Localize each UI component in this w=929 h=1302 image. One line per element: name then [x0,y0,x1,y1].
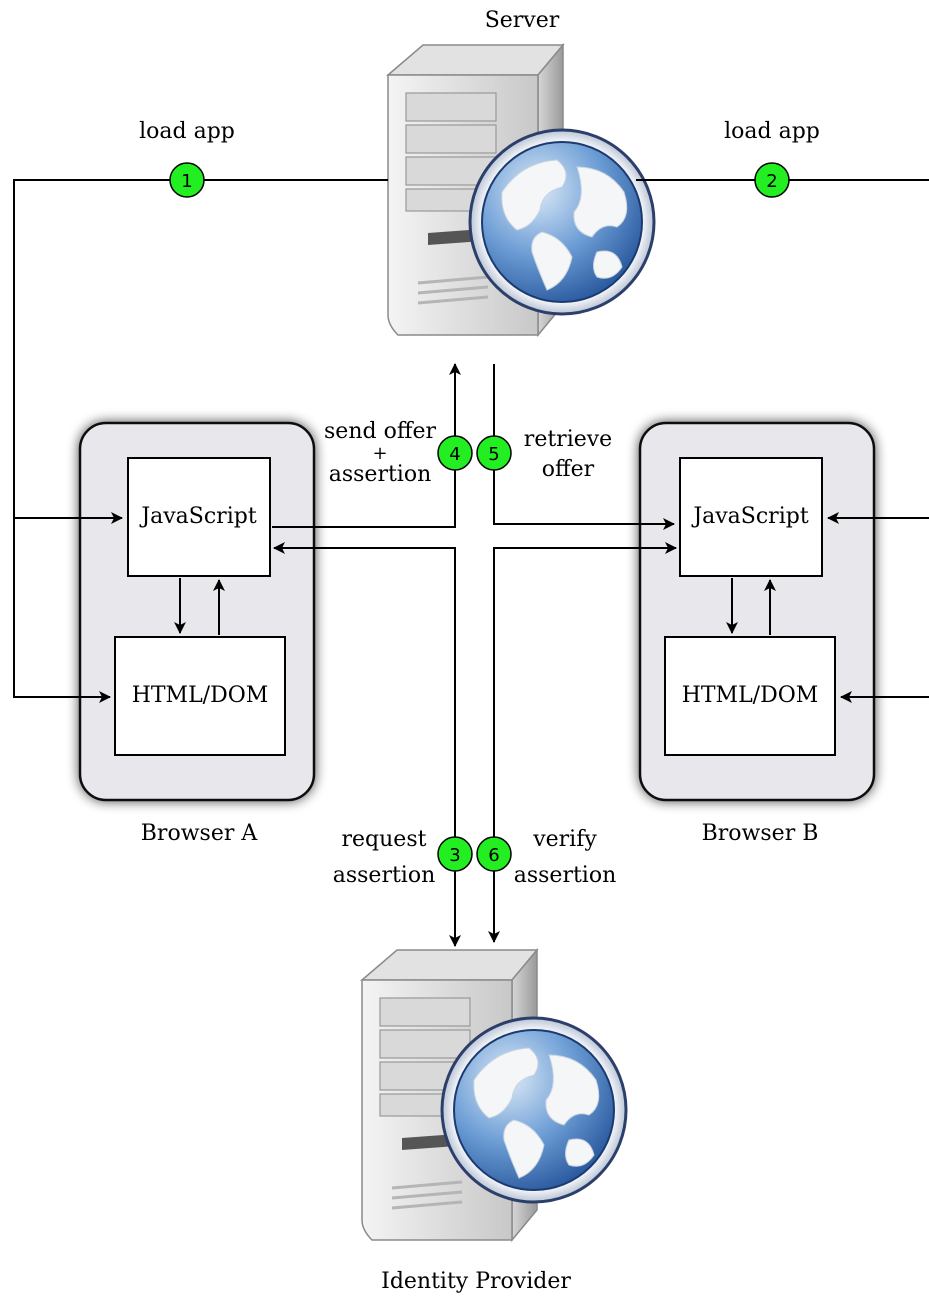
step-3-label-line2: assertion [333,863,436,888]
step-badge-6: 6 [476,836,512,872]
step-badge-5: 5 [476,435,512,471]
svg-text:3: 3 [449,845,460,866]
browser-a-dom-box [114,636,286,756]
step-6-label-line1: verify [532,827,597,852]
svg-text:1: 1 [181,171,192,192]
step-badge-4: 4 [437,435,473,471]
svg-text:2: 2 [766,171,777,192]
step-badge-1: 1 [169,162,205,198]
svg-text:4: 4 [449,444,460,465]
svg-text:5: 5 [488,444,499,465]
step-6-label-line2: assertion [514,863,617,888]
step-3-label-line1: request [342,827,427,852]
identity-provider-title: Identity Provider [381,1269,571,1294]
step-4-label-line1: send offer [324,419,436,444]
server-node: Server [386,8,656,337]
flow-request-assertion [273,542,461,947]
browser-a-javascript-box [127,457,271,577]
step-4-label-line3: assertion [329,462,432,487]
browser-a-javascript-label: JavaScript [139,504,257,529]
step-2-label: load app [724,119,820,144]
step-1-label: load app [139,119,235,144]
flow-verify-assertion [488,542,677,943]
flow-send-offer [272,363,461,528]
step-badge-3: 3 [437,836,473,872]
identity-provider-node: Identity Provider [360,948,628,1294]
svg-text:6: 6 [488,845,499,866]
server-title: Server [485,8,560,33]
browser-b-title: Browser B [702,821,819,846]
browser-b-javascript-label: JavaScript [691,504,809,529]
browser-b-dom-box [664,636,836,756]
step-5-label-line2: offer [542,457,595,482]
globe-icon [468,128,656,316]
step-5-label-line1: retrieve [524,427,612,452]
browser-a: JavaScript HTML/DOM Browser A [78,421,316,846]
globe-icon [440,1016,628,1204]
browser-b-dom-label: HTML/DOM [682,683,819,708]
step-badge-2: 2 [754,162,790,198]
browser-a-dom-label: HTML/DOM [132,683,269,708]
browser-b: JavaScript HTML/DOM Browser B [638,421,876,846]
browser-b-javascript-box [679,457,823,577]
browser-a-title: Browser A [141,821,259,846]
flow-retrieve-offer [493,364,675,530]
step-4-label-line2: + [372,443,387,464]
